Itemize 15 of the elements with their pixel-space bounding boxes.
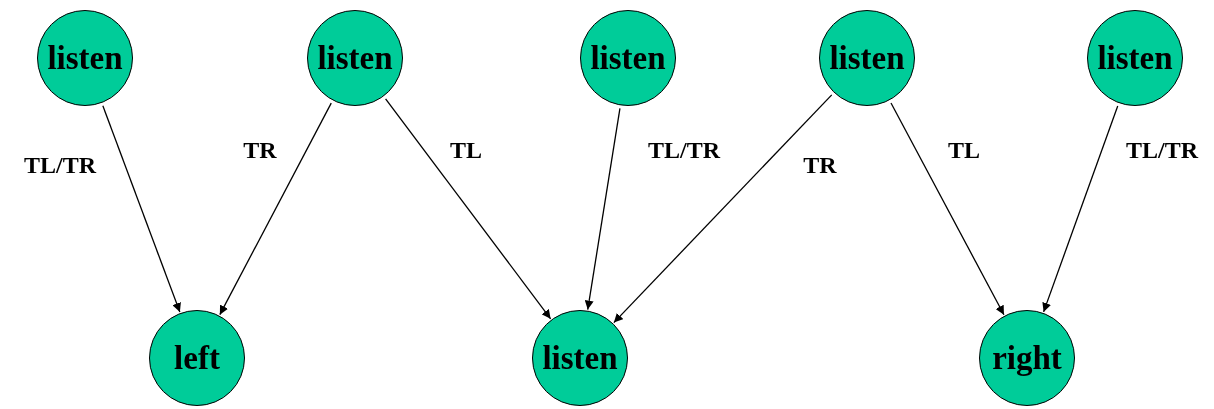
arrow [384, 98, 552, 320]
state-name: listen [829, 39, 905, 77]
arrow [102, 105, 181, 313]
arrow [890, 102, 1005, 316]
state-name: listen [542, 339, 618, 377]
state-name: listen [47, 39, 123, 77]
state-name: listen [317, 39, 393, 77]
arrow [219, 102, 332, 316]
arrow [584, 107, 621, 311]
state-name: right [992, 339, 1062, 377]
arrow [613, 94, 833, 324]
state-name: left [174, 339, 220, 377]
state-name: listen [1097, 39, 1173, 77]
state-name: listen [590, 39, 666, 77]
arrow [1042, 105, 1119, 313]
